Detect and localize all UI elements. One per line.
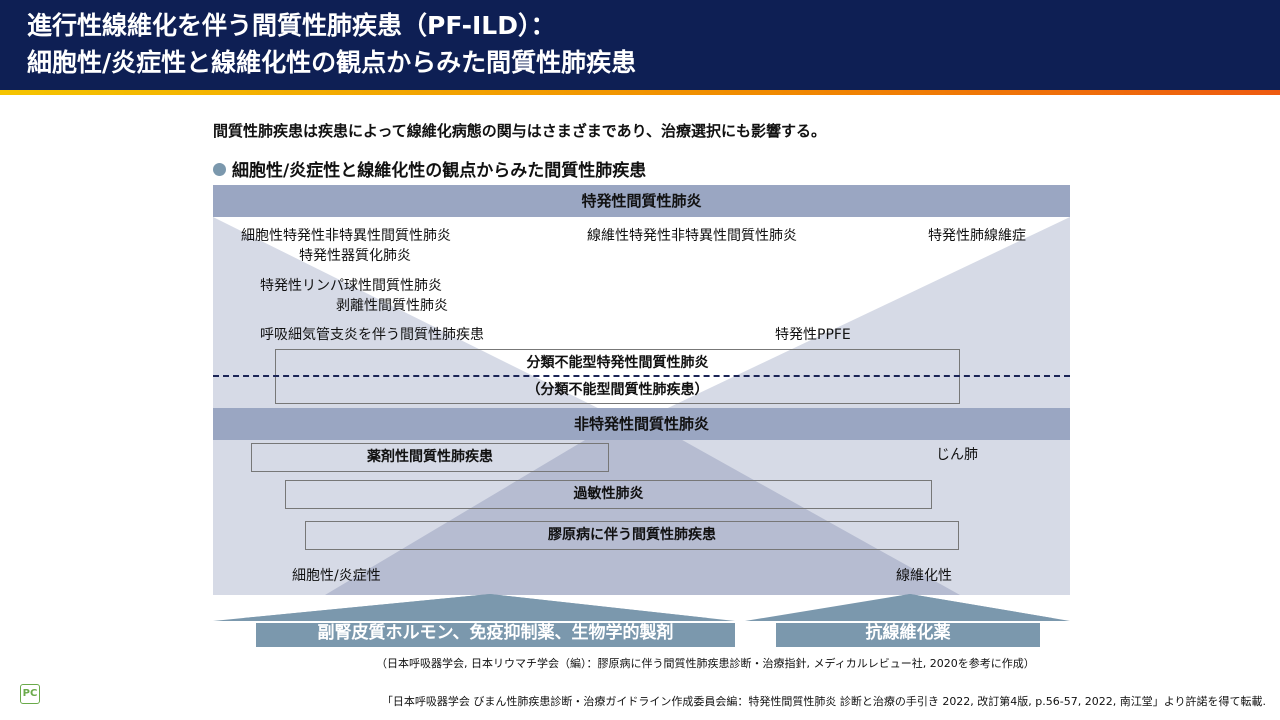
permission-note: 「日本呼吸器学会 びまん性肺疾患診断・治療ガイドライン作成委員会編：特発性間質性… <box>381 695 1266 708</box>
pneumoconiosis-label: じん肺 <box>936 447 978 463</box>
slide-header: 進行性線維化を伴う間質性肺疾患（PF-ILD）： 細胞性/炎症性と線維化性の観点… <box>0 0 1280 90</box>
unclassifiable-label: 分類不能型特発性間質性肺炎 <box>526 355 709 371</box>
item: 特発性PPFE <box>775 327 851 343</box>
axis-right-label: 線維化性 <box>896 568 952 584</box>
item: 剥離性間質性肺炎 <box>336 298 448 314</box>
intro-text: 間質性肺疾患は疾患によって線維化病態の関与はさまざまであり、治療選択にも影響する… <box>213 122 827 140</box>
item: 特発性リンパ球性間質性肺炎 <box>260 278 442 294</box>
item: 呼吸細気管支炎を伴う間質性肺疾患 <box>260 327 484 343</box>
bullet-icon <box>213 163 226 176</box>
idiopathic-header: 特発性間質性肺炎 <box>213 185 1070 217</box>
reference-note: （日本呼吸器学会, 日本リウマチ学会（編）：膠原病に伴う間質性肺疾患診断・治療指… <box>376 657 1035 670</box>
header-stripe <box>0 90 1280 95</box>
treatment-left-label: 副腎皮質ホルモン、免疫抑制薬、生物学的製剤 <box>317 623 674 643</box>
collagen-box: 膠原病に伴う間質性肺疾患 <box>305 521 959 550</box>
item: 細胞性特発性非特異性間質性肺炎 <box>241 228 451 244</box>
company-logo: PC <box>20 684 40 704</box>
treatment-right-label: 抗線維化薬 <box>865 623 951 643</box>
unclassifiable-box: 分類不能型特発性間質性肺炎 （分類不能型間質性肺疾患） <box>275 349 960 404</box>
item: 線維性特発性非特異性間質性肺炎 <box>587 228 797 244</box>
drug-box: 薬剤性間質性肺疾患 <box>251 443 609 472</box>
divider-dashed-line <box>213 375 1070 377</box>
section-subtitle: 細胞性/炎症性と線維化性の観点からみた間質性肺疾患 <box>213 156 646 181</box>
fibrosis-white-triangle <box>213 217 1070 425</box>
title-line-1: 進行性線維化を伴う間質性肺疾患（PF-ILD）： <box>27 11 556 40</box>
item: 特発性器質化肺炎 <box>299 248 411 264</box>
nonidiopathic-header: 非特発性間質性肺炎 <box>213 408 1070 440</box>
axis-left-label: 細胞性/炎症性 <box>292 568 381 584</box>
subtitle-text: 細胞性/炎症性と線維化性の観点からみた間質性肺疾患 <box>232 161 647 181</box>
item: 特発性肺線維症 <box>928 228 1026 244</box>
unclassifiable-ild-label: （分類不能型間質性肺疾患） <box>526 382 709 398</box>
title-line-2: 細胞性/炎症性と線維化性の観点からみた間質性肺疾患 <box>27 48 637 77</box>
hypersensitivity-box: 過敏性肺炎 <box>285 480 932 509</box>
